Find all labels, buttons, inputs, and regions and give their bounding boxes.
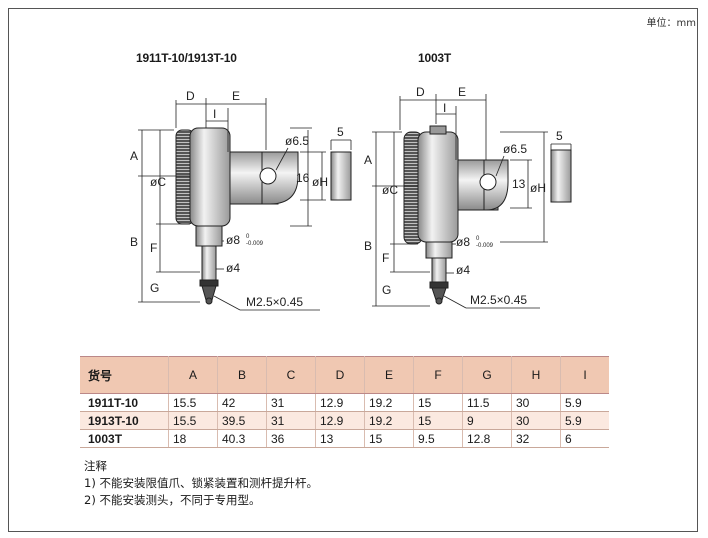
label-hole-right: ø6.5 (503, 142, 527, 156)
label-h-left: øH (312, 175, 328, 189)
cell-model: 1911T-10 (80, 393, 169, 412)
label-tip-right: ø4 (456, 263, 470, 277)
label-h-right: øH (530, 181, 546, 195)
label-b-right: B (364, 239, 372, 253)
table-header-row: 货号 A B C D E F G H I (80, 356, 609, 394)
spec-table: 货号 A B C D E F G H I 1911T-10 15.5 42 31… (80, 356, 609, 448)
cell: 36 (266, 429, 316, 448)
label-13: 13 (512, 177, 526, 191)
label-width-left: 5 (337, 125, 344, 139)
cell: 9 (462, 411, 512, 430)
indicator-body (417, 131, 459, 243)
label-stem-right: ø8 (456, 235, 470, 249)
header-a: A (168, 356, 218, 394)
label-width-right: 5 (556, 129, 563, 143)
mounting-hole (259, 167, 277, 185)
label-f-right: F (382, 251, 389, 265)
label-hole-left: ø6.5 (285, 134, 309, 148)
label-thread-left: M2.5×0.45 (246, 295, 303, 309)
cell: 31 (266, 411, 316, 430)
cell: 15 (413, 411, 463, 430)
header-f: F (413, 356, 463, 394)
label-c-right: øC (382, 183, 398, 197)
header-h: H (511, 356, 561, 394)
cell: 12.9 (315, 393, 365, 412)
cell: 19.2 (364, 393, 414, 412)
header-g: G (462, 356, 512, 394)
cell: 11.5 (462, 393, 512, 412)
header-c: C (266, 356, 316, 394)
cell: 32 (511, 429, 561, 448)
cell: 18 (168, 429, 218, 448)
cell: 15 (364, 429, 414, 448)
side-view-lug (330, 151, 352, 201)
table-row: 1913T-10 15.5 39.5 31 12.9 19.2 15 9 30 … (80, 411, 609, 430)
cell: 13 (315, 429, 365, 448)
label-g-left: G (150, 281, 159, 295)
indicator-body (189, 127, 231, 227)
table-row: 1911T-10 15.5 42 31 12.9 19.2 15 11.5 30… (80, 393, 609, 412)
cell: 19.2 (364, 411, 414, 430)
cell: 12.8 (462, 429, 512, 448)
cell: 9.5 (413, 429, 463, 448)
spindle (201, 245, 217, 281)
unit-label: 单位：mm (646, 18, 696, 29)
label-f-left: F (150, 241, 157, 255)
drawing-1003t (372, 94, 572, 309)
label-stem-tol-up-right: 0 (476, 236, 480, 242)
side-view-lug (550, 149, 572, 203)
header-e: E (364, 356, 414, 394)
cell: 12.9 (315, 411, 365, 430)
label-16: 16 (296, 171, 310, 185)
label-g-right: G (382, 283, 391, 297)
label-d-left: D (186, 89, 195, 103)
label-stem-tol-low-left: -0.009 (246, 241, 264, 247)
header-model: 货号 (80, 356, 169, 394)
label-i-left: I (213, 107, 216, 121)
cell-model: 1913T-10 (80, 411, 169, 430)
label-e-right: E (458, 85, 466, 99)
stem (425, 241, 453, 259)
notes: 注释 1) 不能安装限值爪、锁紧装置和测杆提升杆。 2) 不能安装测头，不同于专… (84, 458, 318, 509)
technical-drawing: D E I A B øC F G øH ø6.5 5 16 ø8 0 -0.00… (130, 85, 572, 311)
stem (195, 225, 223, 247)
cell: 15 (413, 393, 463, 412)
cell: 40.3 (217, 429, 267, 448)
note-1: 1) 不能安装限值爪、锁紧装置和测杆提升杆。 (84, 476, 318, 490)
notes-title: 注释 (84, 459, 107, 473)
header-i: I (560, 356, 609, 394)
label-a-right: A (364, 153, 372, 167)
cell: 42 (217, 393, 267, 412)
cell: 15.5 (168, 393, 218, 412)
note-2: 2) 不能安装测头，不同于专用型。 (84, 493, 261, 507)
cell: 5.9 (560, 411, 609, 430)
header-d: D (315, 356, 365, 394)
label-tip-left: ø4 (226, 261, 240, 275)
cell: 39.5 (217, 411, 267, 430)
label-d-right: D (416, 85, 425, 99)
label-stem-tol-up-left: 0 (246, 234, 250, 240)
label-a-left: A (130, 149, 138, 163)
title-1003t: 1003T (418, 51, 452, 65)
label-thread-right: M2.5×0.45 (470, 293, 527, 307)
mounting-hole (479, 173, 497, 191)
cell: 15.5 (168, 411, 218, 430)
spindle (431, 257, 447, 283)
label-e-left: E (232, 89, 240, 103)
label-i-right: I (443, 101, 446, 115)
cell: 31 (266, 393, 316, 412)
label-stem-left: ø8 (226, 233, 240, 247)
title-1911t-1913t: 1911T-10/1913T-10 (136, 51, 237, 65)
label-stem-tol-low-right: -0.009 (476, 243, 494, 249)
cell: 5.9 (560, 393, 609, 412)
label-c-left: øC (150, 175, 166, 189)
table-row: 1003T 18 40.3 36 13 15 9.5 12.8 32 6 (80, 429, 609, 448)
drawing-1911t (138, 98, 352, 311)
cell-model: 1003T (80, 429, 169, 448)
cell: 6 (560, 429, 609, 448)
cell: 30 (511, 411, 561, 430)
label-b-left: B (130, 235, 138, 249)
header-b: B (217, 356, 267, 394)
cell: 30 (511, 393, 561, 412)
